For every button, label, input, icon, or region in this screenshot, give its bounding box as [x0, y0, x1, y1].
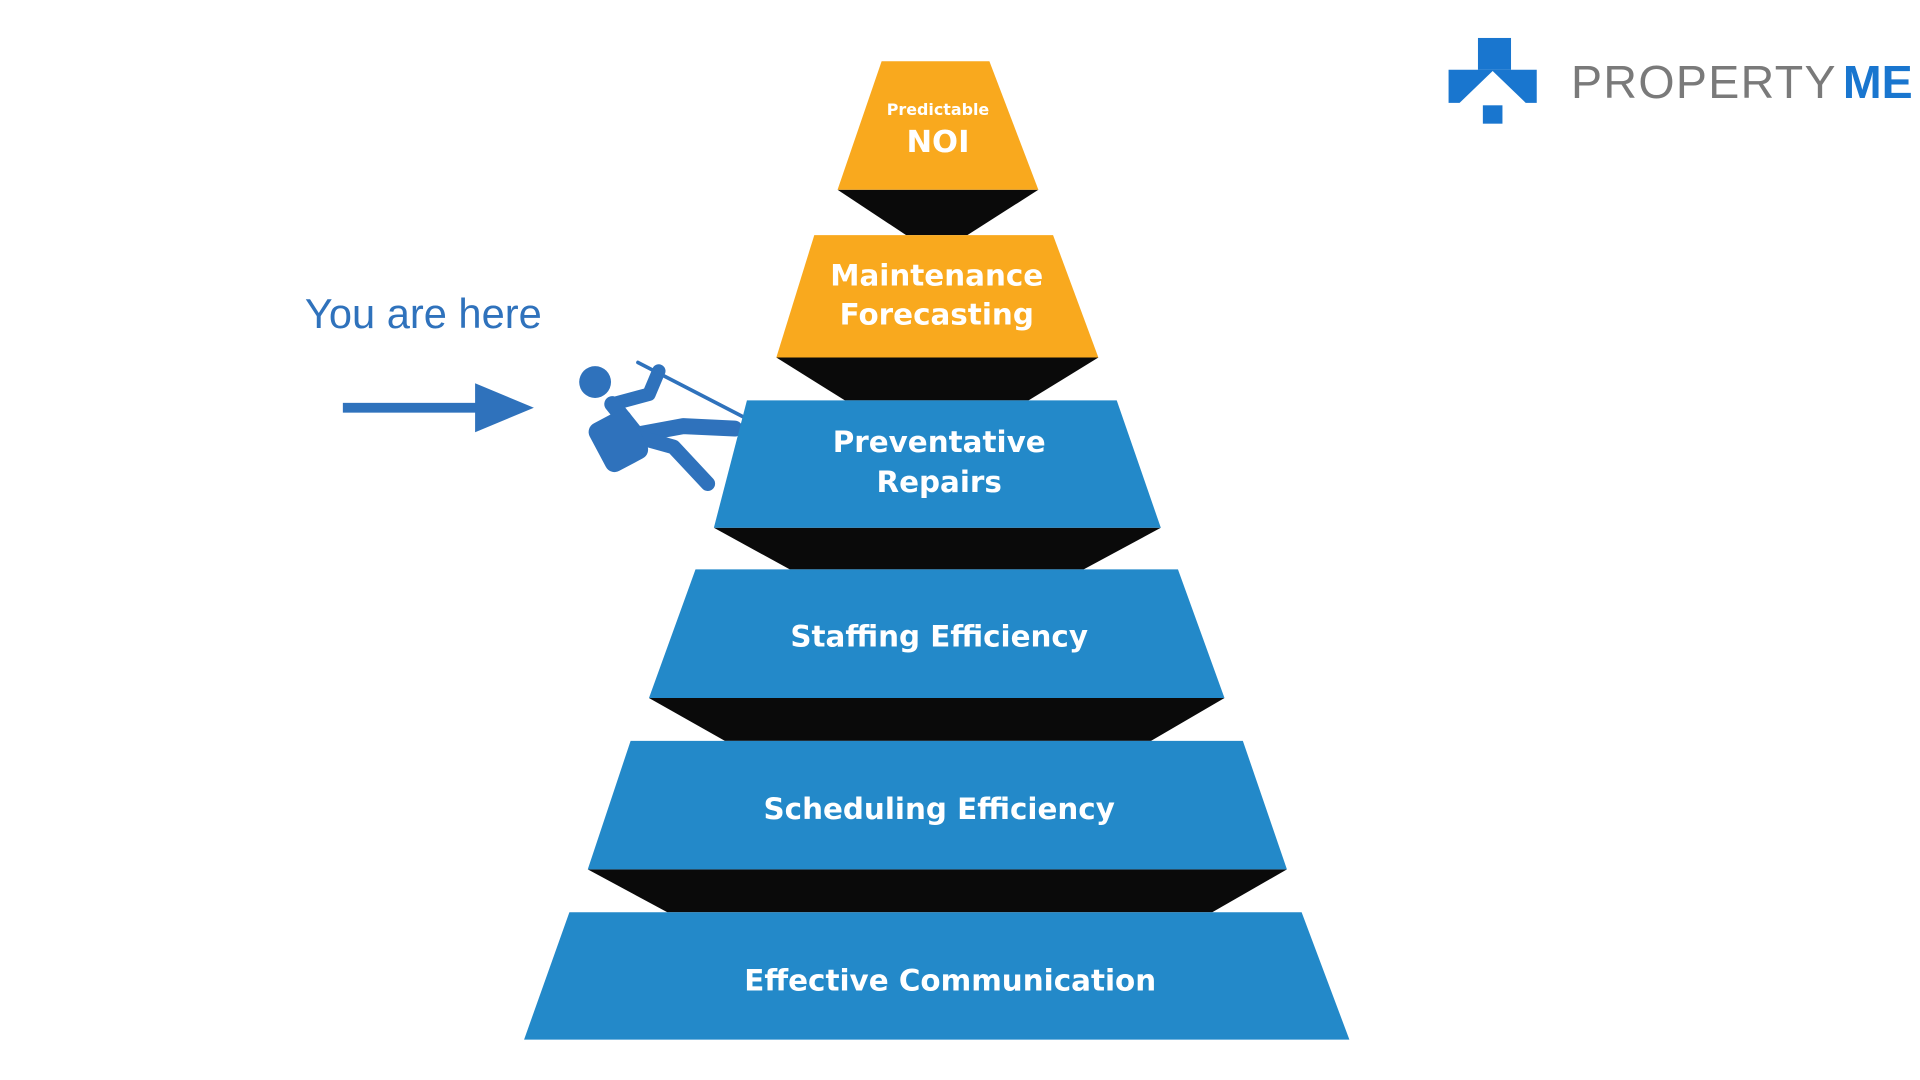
- tier-face: [776, 235, 1099, 358]
- tier-label-line2: Forecasting: [840, 297, 1034, 331]
- tier-face: [648, 569, 1225, 698]
- tier-face: [587, 740, 1287, 870]
- tier-predictable-noi: Predictable NOI: [837, 61, 1039, 236]
- you-are-here-label: You are here: [305, 290, 542, 337]
- tier-label-line1: Scheduling Efficiency: [764, 792, 1115, 826]
- tier-label-line1: Maintenance: [830, 258, 1043, 292]
- tier-scheduling-efficiency: Scheduling Efficiency: [587, 740, 1287, 913]
- tier-shadow: [776, 357, 1099, 401]
- tier-shadow: [713, 527, 1161, 570]
- arrow-right-icon: [342, 383, 534, 433]
- tier-shadow: [648, 697, 1225, 741]
- tier-face: [837, 61, 1039, 190]
- tier-label-line1: Staffing Efficiency: [790, 620, 1088, 654]
- tier-label-line1: Preventative: [833, 425, 1046, 459]
- tier-maintenance-forecasting: Maintenance Forecasting: [776, 235, 1099, 401]
- tier-staffing-efficiency: Staffing Efficiency: [648, 569, 1225, 741]
- tier-label-line2: NOI: [906, 125, 969, 160]
- tier-face: [713, 400, 1161, 528]
- climber-icon: [579, 360, 747, 492]
- logo: PROPERTY ME: [1448, 37, 1913, 124]
- logo-text: PROPERTY: [1571, 56, 1835, 108]
- tier-preventative-repairs: Preventative Repairs: [713, 400, 1161, 570]
- house-cross-icon: [1448, 37, 1537, 124]
- tier-shadow: [587, 869, 1287, 913]
- tier-face: [524, 912, 1350, 1040]
- tier-label-line2: Repairs: [876, 465, 1001, 499]
- tier-label-line1: Effective Communication: [744, 964, 1156, 998]
- logo-text-accent: ME: [1843, 56, 1913, 108]
- tier-effective-communication: Effective Communication: [524, 912, 1350, 1040]
- tier-shadow: [837, 189, 1039, 236]
- tier-label-line1: Predictable: [887, 100, 990, 119]
- pyramid-tiers: Predictable NOI Maintenance Forecasting …: [524, 61, 1350, 1040]
